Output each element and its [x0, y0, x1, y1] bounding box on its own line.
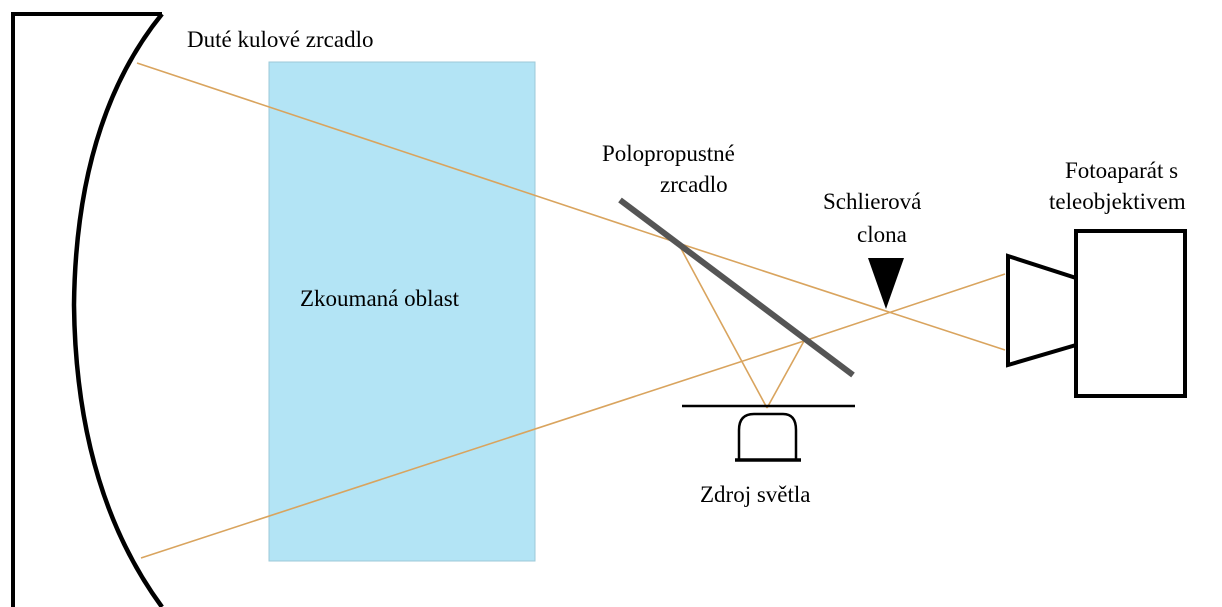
- camera-lens: [1006, 253, 1078, 368]
- label-beam-splitter-line1: Polopropustné: [602, 141, 735, 166]
- light-source-icon: [682, 404, 855, 462]
- label-knife-edge-line1: Schlierová: [823, 189, 921, 214]
- beam-splitter: [618, 197, 855, 378]
- test-area: [268, 61, 536, 562]
- ray-upper-to-mirror: [136, 62, 679, 244]
- label-camera-line2: teleobjektivem: [1049, 189, 1186, 214]
- camera-body: [1074, 229, 1187, 398]
- light-rays: [136, 62, 1006, 559]
- label-light-source: Zdroj světla: [700, 482, 811, 507]
- ray-upper-to-camera: [677, 242, 1006, 351]
- knife-edge-icon: [868, 258, 904, 309]
- camera-icon: [1006, 229, 1187, 398]
- concave-mirror-surface: [71, 12, 164, 607]
- label-test-area: Zkoumaná oblast: [300, 286, 460, 311]
- ray-source-to-splitter-top: [677, 242, 768, 409]
- ray-source-to-splitter-bottom: [766, 340, 805, 409]
- label-camera-line1: Fotoaparát s: [1065, 158, 1178, 183]
- label-concave-mirror: Duté kulové zrcadlo: [187, 27, 373, 52]
- ray-lower-to-camera: [803, 273, 1006, 342]
- label-knife-edge-line2: clona: [857, 222, 907, 247]
- label-beam-splitter-line2: zrcadlo: [660, 172, 728, 197]
- ray-lower-to-mirror: [140, 340, 805, 559]
- concave-mirror: [0, 14, 162, 607]
